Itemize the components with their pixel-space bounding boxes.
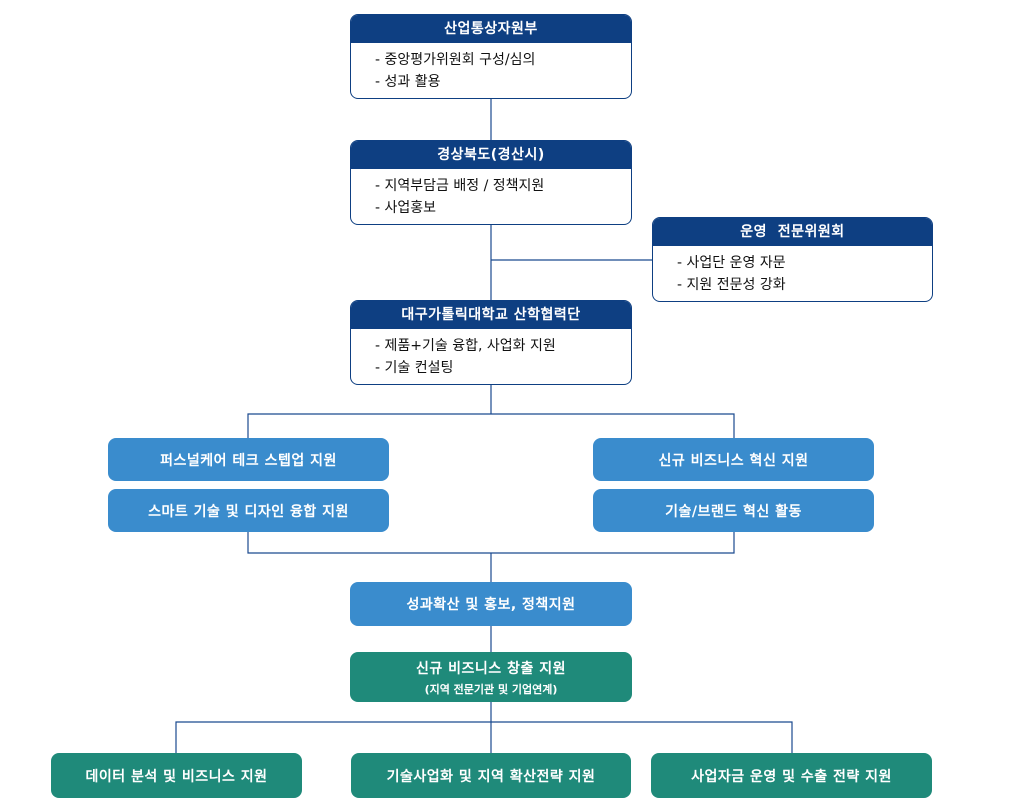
connector-bottom-bracket xyxy=(247,530,735,554)
connector-top-bracket xyxy=(247,413,735,438)
program-right-top: 신규 비즈니스 혁신 지원 xyxy=(593,438,874,481)
list-item: 사업홍보 xyxy=(375,197,631,219)
list-item: 제품+기술 융합, 사업화 지원 xyxy=(375,335,631,357)
diffusion-label: 성과확산 및 홍보, 정책지원 xyxy=(406,597,576,613)
list-item: 지역부담금 배정 / 정책지원 xyxy=(375,175,631,197)
university-items: 제품+기술 융합, 사업화 지원 기술 컨설팅 xyxy=(351,329,631,379)
list-item: 지원 전문성 강화 xyxy=(677,274,932,296)
province-title: 경상북도(경산시) xyxy=(351,141,631,169)
ministry-box: 산업통상자원부 중앙평가위원회 구성/심의 성과 활용 xyxy=(350,14,632,99)
committee-title: 운영 전문위원회 xyxy=(653,218,932,246)
outcome-label: 데이터 분석 및 비즈니스 지원 xyxy=(85,768,268,785)
outcome-label: 기술사업화 및 지역 확산전략 지원 xyxy=(386,768,596,785)
list-item: 사업단 운영 자문 xyxy=(677,252,932,274)
program-left-bottom: 스마트 기술 및 디자인 융합 지원 xyxy=(108,489,389,532)
list-item: 성과 활용 xyxy=(375,71,631,93)
connector-outcome-bracket xyxy=(175,721,793,753)
university-box: 대구가톨릭대학교 산학협력단 제품+기술 융합, 사업화 지원 기술 컨설팅 xyxy=(350,300,632,385)
province-items: 지역부담금 배정 / 정책지원 사업홍보 xyxy=(351,169,631,219)
list-item: 기술 컨설팅 xyxy=(375,357,631,379)
creation-box: 신규 비즈니스 창출 지원 (지역 전문기관 및 기업연계) xyxy=(350,652,632,702)
creation-subtitle: (지역 전문기관 및 기업연계) xyxy=(424,682,558,696)
committee-box: 운영 전문위원회 사업단 운영 자문 지원 전문성 강화 xyxy=(652,217,933,302)
program-left-top: 퍼스널케어 테크 스텝업 지원 xyxy=(108,438,389,481)
program-label: 퍼스널케어 테크 스텝업 지원 xyxy=(160,452,337,469)
program-label: 스마트 기술 및 디자인 융합 지원 xyxy=(148,503,349,520)
ministry-title: 산업통상자원부 xyxy=(351,15,631,43)
outcome-data-analysis: 데이터 분석 및 비즈니스 지원 xyxy=(51,753,302,798)
outcome-funding-export: 사업자금 운영 및 수출 전략 지원 xyxy=(651,753,932,798)
list-item: 중앙평가위원회 구성/심의 xyxy=(375,49,631,71)
ministry-items: 중앙평가위원회 구성/심의 성과 활용 xyxy=(351,43,631,93)
outcome-commercialization: 기술사업화 및 지역 확산전략 지원 xyxy=(351,753,631,798)
province-box: 경상북도(경산시) 지역부담금 배정 / 정책지원 사업홍보 xyxy=(350,140,632,225)
university-title: 대구가톨릭대학교 산학협력단 xyxy=(351,301,631,329)
creation-title: 신규 비즈니스 창출 지원 xyxy=(416,660,566,677)
program-right-bottom: 기술/브랜드 혁신 활동 xyxy=(593,489,874,532)
program-label: 신규 비즈니스 혁신 지원 xyxy=(658,452,809,469)
outcome-label: 사업자금 운영 및 수출 전략 지원 xyxy=(691,768,892,785)
committee-items: 사업단 운영 자문 지원 전문성 강화 xyxy=(653,246,932,296)
program-label: 기술/브랜드 혁신 활동 xyxy=(665,503,802,520)
diffusion-box: 성과확산 및 홍보, 정책지원 xyxy=(350,582,632,626)
